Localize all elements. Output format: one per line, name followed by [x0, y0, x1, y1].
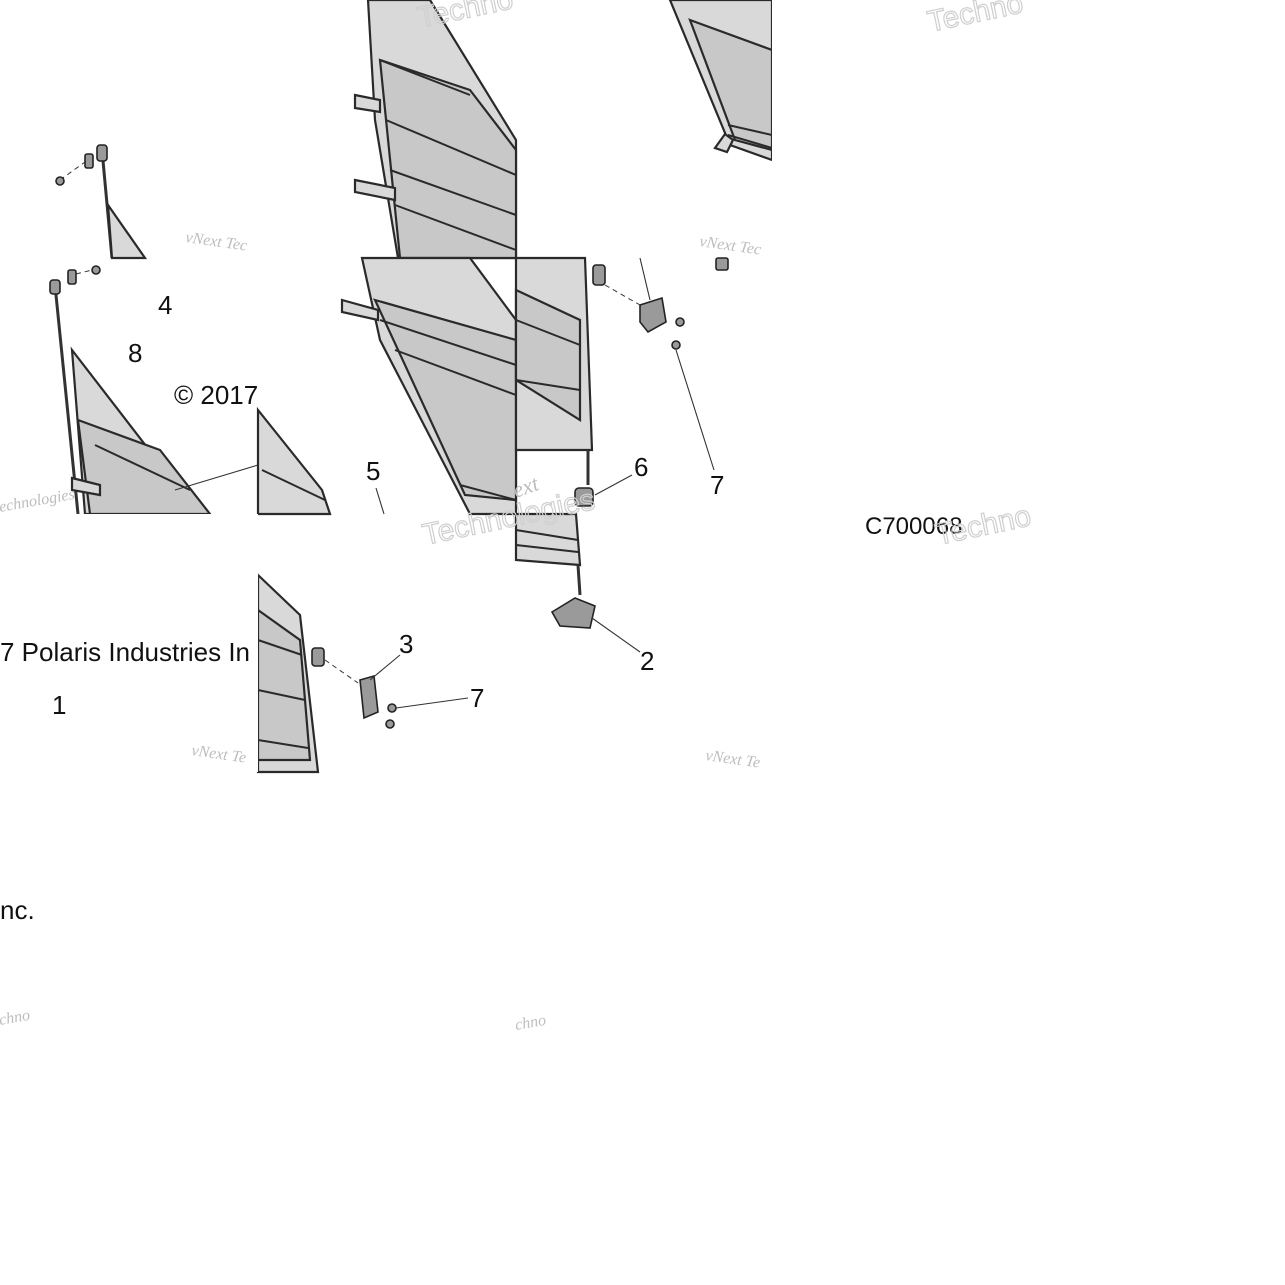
diagram-code: C700068: [865, 513, 962, 540]
callout-1: 1: [52, 690, 66, 720]
copyright-fragment-a: © 2017: [174, 380, 258, 410]
watermark-text: vNext Tec: [698, 233, 762, 258]
callout-7-upper: 7: [710, 470, 724, 500]
watermark-text: Techno: [415, 0, 516, 35]
callout-8: 8: [128, 338, 142, 368]
watermark-text: echnologies: [0, 486, 76, 516]
copyright-fragment-b: 7 Polaris Industries In: [0, 637, 250, 667]
callout-5: 5: [366, 456, 380, 486]
door-panel-lower: [256, 572, 469, 774]
door-panel-upper-right: [668, 0, 774, 162]
watermark-text: chno: [0, 1007, 31, 1029]
hinge-upper-left: [55, 144, 148, 260]
watermark-text: vNext Tec: [184, 229, 248, 254]
watermark-text: vNext Te: [704, 747, 761, 771]
latch-lower: [514, 512, 641, 653]
door-panel-right-middle: [514, 256, 729, 507]
copyright-fragment-c: nc.: [0, 895, 35, 925]
callout-2: 2: [640, 646, 654, 676]
callout-7-lower: 7: [470, 683, 484, 713]
callout-3: 3: [399, 629, 413, 659]
callout-6: 6: [634, 452, 648, 482]
door-panel-upper: [353, 0, 518, 260]
callout-4: 4: [158, 290, 172, 320]
watermark-text: chno: [514, 1012, 548, 1034]
door-panel-center: [256, 256, 518, 516]
